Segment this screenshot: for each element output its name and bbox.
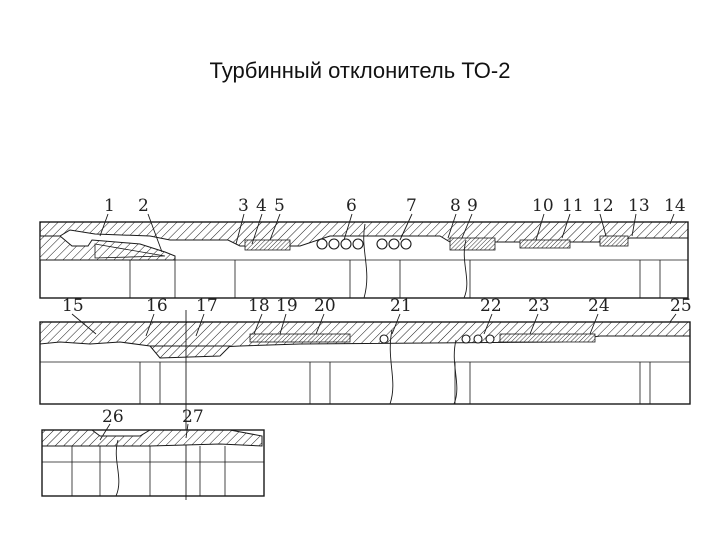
break-line-1a xyxy=(363,223,368,299)
callout-27: 27 xyxy=(182,407,204,427)
wedge-shape xyxy=(94,243,166,259)
callout-20: 20 xyxy=(314,296,336,316)
callout-11: 11 xyxy=(562,196,584,216)
shaft-joints xyxy=(129,260,661,298)
callout-16: 16 xyxy=(146,296,168,316)
radial-bearing-pack xyxy=(449,237,496,251)
callout-19: 19 xyxy=(276,296,298,316)
callout-23: 23 xyxy=(528,296,550,316)
callout-15: 15 xyxy=(62,296,84,316)
callout-5: 5 xyxy=(274,196,285,216)
callout-17: 17 xyxy=(196,296,218,316)
middle-bearing-pack xyxy=(249,333,351,343)
ball-bearing-row xyxy=(316,238,412,250)
break-line-2c xyxy=(453,339,458,405)
callout-24: 24 xyxy=(588,296,610,316)
thrust-bearing-pack xyxy=(519,239,571,249)
upper-shaft xyxy=(40,259,688,299)
callout-1: 1 xyxy=(104,196,115,216)
callout-13: 13 xyxy=(628,196,650,216)
callout-9: 9 xyxy=(467,196,478,216)
cone-sub xyxy=(148,345,232,359)
break-line-2b xyxy=(389,329,394,405)
callout-10: 10 xyxy=(532,196,554,216)
callout-6: 6 xyxy=(346,196,357,216)
callout-21: 21 xyxy=(390,296,412,316)
callout-22: 22 xyxy=(480,296,502,316)
callout-7: 7 xyxy=(406,196,417,216)
lower-shaft xyxy=(42,461,264,497)
callout-25: 25 xyxy=(670,296,692,316)
callout-8: 8 xyxy=(450,196,461,216)
callout-4: 4 xyxy=(256,196,267,216)
middle-shaft xyxy=(40,361,690,405)
middle-leaders xyxy=(71,313,677,337)
section-lower: 26 27 xyxy=(41,407,265,497)
callout-14: 14 xyxy=(664,196,686,216)
callout-2: 2 xyxy=(138,196,149,216)
lower-sub-wall xyxy=(41,429,263,447)
callout-3: 3 xyxy=(238,196,249,216)
callout-26: 26 xyxy=(102,407,124,427)
break-line-3 xyxy=(115,439,120,497)
callout-12: 12 xyxy=(592,196,614,216)
break-line-1b xyxy=(463,239,468,299)
lower-joints xyxy=(71,446,226,496)
middle-ball-row xyxy=(379,334,495,344)
section-upper: 1 2 3 4 5 6 7 8 9 10 11 12 13 14 xyxy=(39,196,689,299)
slide-title: Турбинный отклонитель ТО-2 xyxy=(209,58,511,83)
lower-leaders xyxy=(99,423,189,441)
upper-leaders xyxy=(99,213,675,253)
seal-pack-b xyxy=(599,235,629,247)
seal-pack-a xyxy=(244,239,291,251)
middle-shaft-joints xyxy=(139,362,651,404)
middle-radial-pack xyxy=(499,333,596,343)
callout-18: 18 xyxy=(248,296,270,316)
section-middle: 15 16 17 18 19 20 21 22 23 24 25 xyxy=(39,296,692,500)
